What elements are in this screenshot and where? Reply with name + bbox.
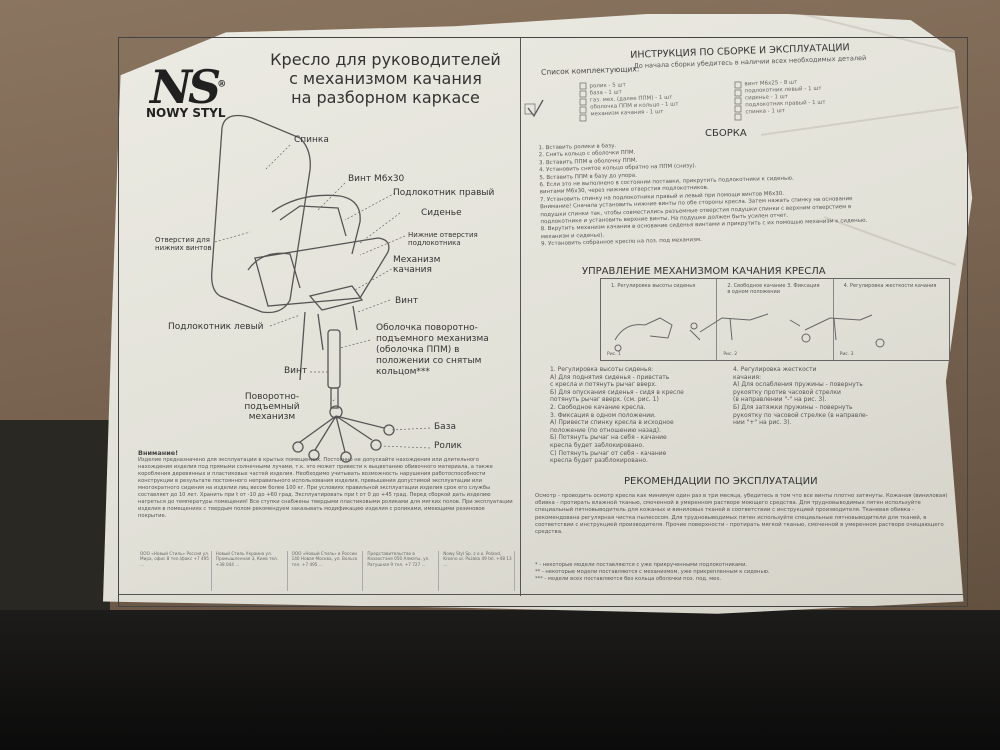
warning-heading: Внимание!	[138, 450, 179, 457]
adjust-line: рукоятку по часовой стрелке (в направле-	[733, 411, 868, 419]
adjust-line: положение (по отношению назад).	[550, 426, 662, 434]
adjust-line: качания:	[733, 373, 761, 381]
assembly-heading: СБОРКА	[705, 128, 747, 139]
footnote: *** - модели всех поставляются без кольц…	[535, 576, 722, 582]
label-swing-mechanism: Механизм качания	[393, 255, 441, 275]
adjust-line: рукоятку против часовой стрелки	[733, 388, 841, 396]
figure-number: Рис. 2	[723, 352, 738, 357]
figure-number: Рис. 3	[839, 352, 854, 357]
label-screw-2: Винт	[284, 366, 308, 376]
sheet-frame	[118, 37, 968, 607]
label-base: База	[434, 422, 456, 432]
recommendations-heading: РЕКОМЕНДАЦИИ ПО ЭКСПЛУАТАЦИИ	[624, 476, 818, 487]
mechanism-figure: 2. Свободное качание 3. Фиксация в одном…	[717, 279, 834, 360]
adjust-line: Б) Для опускания сиденья - сидя в кресле	[550, 388, 684, 396]
recommendations-text: Осмотр - проводить осмотр кресла как мин…	[535, 493, 948, 536]
label-ppm-cover: Оболочка поворотно-подъемного механизма …	[376, 323, 489, 377]
label-back: Спинка	[294, 135, 329, 145]
adjust-line: с кресла и потянуть рычаг вверх.	[550, 381, 657, 389]
mechanism-control-heading: УПРАВЛЕНИЕ МЕХАНИЗМОМ КАЧАНИЯ КРЕСЛА	[582, 266, 826, 277]
label-screw-m6: Винт М6х30	[348, 174, 405, 184]
label-screw-1: Винт	[395, 296, 419, 306]
label-lift-mechanism: Поворотно-подъемный механизм	[244, 392, 300, 422]
label-armrest-left: Подлокотник левый	[168, 322, 264, 332]
dark-floor	[0, 610, 1000, 750]
figure-caption: 4. Регулировка жесткости качания	[843, 283, 937, 289]
footnote: * - некоторые модели поставляются с уже …	[535, 562, 748, 568]
adjust-line: Б) Для затяжки пружины - повернуть	[733, 403, 853, 411]
contacts-footer: ООО «Новый Стиль» Россия ул. Мира, офис …	[140, 551, 515, 591]
footnote: ** - некоторые модели поставляются с мех…	[535, 569, 770, 575]
figure-number: Рис. 1	[607, 352, 621, 357]
brand-name: NOWY STYL	[146, 106, 226, 120]
title-line: с механизмом качания	[289, 69, 482, 88]
contact-cell: Nowy Styl Sp. z o.o. Poland, Krosno ul. …	[443, 551, 515, 591]
figure-caption: 2. Свободное качание 3. Фиксация в одном…	[727, 283, 820, 295]
title-line: Кресло для руководителей	[270, 50, 501, 69]
warning-text: Изделие предназначено для эксплуатации в…	[138, 457, 513, 519]
adjust-line: потянуть рычаг вверх. (см. рис. 1)	[550, 396, 659, 404]
brand-logo-mark: NS®	[150, 60, 226, 114]
label-caster: Ролик	[434, 441, 462, 451]
adjust-line: 4. Регулировка жесткости	[733, 366, 817, 373]
footnotes: * - некоторые модели поставляются с уже …	[535, 562, 950, 583]
mechanism-figures: 1. Регулировка высоты сиденья Рис. 1 2. …	[600, 278, 950, 361]
adjust-line: кресла будет разблокировано.	[550, 457, 648, 465]
adjust-line: 1. Регулировка высоты сиденья:	[550, 366, 654, 373]
adjust-line: нии "+" на рис. 3).	[733, 419, 792, 427]
column-divider	[520, 38, 521, 596]
product-title: Кресло для руководителей с механизмом ка…	[258, 50, 513, 107]
title-line: на разборном каркасе	[291, 88, 480, 107]
contact-cell: Новый Стиль Украина ул. Промышленная 3, …	[216, 551, 288, 591]
label-back-holes: Отверстия для нижних винтов	[155, 236, 212, 252]
adjust-line: С) Потянуть рычаг от себя - качание	[550, 449, 667, 457]
adjust-line: Б) Потянуть рычаг на себя - качание	[550, 434, 667, 442]
contact-cell: ООО «Новый Стиль» Россия ул. Мира, офис …	[140, 551, 212, 591]
adjust-line: (в направлении "-" на рис. 3).	[733, 396, 827, 404]
contact-cell: ООО «Новый Стиль» в России 140 Новая Мос…	[292, 551, 364, 591]
mechanism-figure: 1. Регулировка высоты сиденья Рис. 1	[601, 279, 718, 360]
figure-caption: 1. Регулировка высоты сиденья	[611, 283, 696, 289]
instruction-sheet	[103, 14, 973, 614]
adjustment-instructions-right: 4. Регулировка жесткости качания: А) Для…	[733, 366, 903, 427]
footer-divider	[119, 594, 967, 595]
shadow-edge	[0, 420, 110, 640]
label-armrest-right: Подлокотник правый	[393, 188, 495, 198]
label-seat: Сиденье	[421, 208, 462, 218]
mechanism-figure: 4. Регулировка жесткости качания Рис. 3	[834, 279, 949, 360]
adjust-line: 2. Свободное качание кресла.	[550, 403, 646, 411]
warning-notice: Внимание! Изделие предназначено для эксп…	[138, 450, 513, 548]
adjust-line: 3. Фиксация в одном положении.	[550, 411, 656, 419]
label-armrest-holes: Нижние отверстия подлокотника	[408, 231, 478, 247]
adjust-line: А) Для ослабления пружины - повернуть	[733, 381, 863, 389]
adjust-line: А) Для поднятия сиденья - привстать	[550, 373, 670, 381]
adjustment-instructions-left: 1. Регулировка высоты сиденья: А) Для по…	[550, 366, 720, 465]
adjust-line: кресла будет заблокировано.	[550, 441, 645, 449]
adjust-line: А) Привести спинку кресла в исходное	[550, 419, 674, 427]
contact-cell: Представительство в Казахстане 050 Алмат…	[367, 551, 440, 591]
